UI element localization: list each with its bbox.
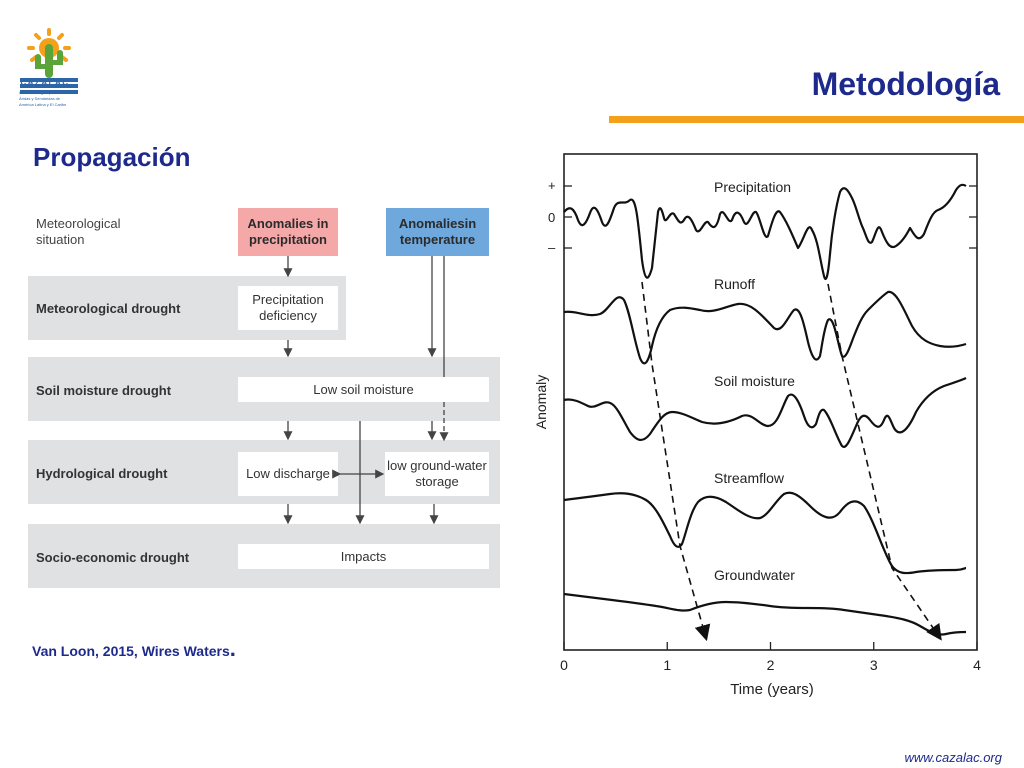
row-label-hydrological: Hydrological drought	[36, 466, 168, 481]
series-label-soil-moisture: Soil moisture	[714, 373, 795, 389]
x-axis-label: Time (years)	[730, 681, 814, 698]
diagram-arrows	[283, 256, 449, 525]
anomalies-temperature-box: Anomaliesin temperature	[386, 208, 489, 256]
series-label-streamflow: Streamflow	[714, 470, 785, 486]
citation-text: Van Loon, 2015, Wires Waters	[32, 643, 230, 659]
logo-wordmark: CAZALAC	[20, 78, 70, 87]
cactus-icon	[35, 44, 63, 78]
y-axis-markers: + 0 –	[548, 178, 556, 255]
meteorological-situation-label: Meteorological situation	[36, 216, 121, 247]
x-tick-label: 1	[663, 657, 671, 673]
y-marker-minus: –	[548, 240, 556, 255]
impacts-box: Impacts	[238, 544, 489, 569]
curve-streamflow	[563, 491, 967, 575]
dashed-arrow-event-2	[827, 283, 942, 641]
dashed-arrow-event-1	[641, 281, 711, 642]
curve-precipitation	[563, 183, 967, 281]
curve-groundwater	[563, 592, 967, 636]
x-tick-label: 4	[973, 657, 981, 673]
x-tick-label: 0	[560, 657, 568, 673]
row-label-meteorological: Meteorological drought	[36, 301, 181, 316]
x-tick-label: 3	[870, 657, 878, 673]
series-label-groundwater: Groundwater	[714, 567, 795, 583]
slide-title: Metodología	[811, 66, 1000, 102]
low-soil-moisture-box: Low soil moisture	[238, 377, 489, 402]
x-tick-label: 2	[767, 657, 775, 673]
anomaly-chart: + 0 – 0 1 2 3 4 Time (years) Anomaly Precipi…	[533, 153, 981, 698]
section-title: Propagación	[33, 142, 191, 172]
y-marker-plus: +	[548, 178, 556, 193]
curve-soil-moisture	[563, 377, 967, 448]
citation-period: .	[229, 636, 236, 661]
stripes-icon	[20, 78, 78, 94]
drought-propagation-diagram: Meteorological situation Anomalies in pr…	[28, 200, 500, 590]
series-label-runoff: Runoff	[714, 276, 755, 292]
row-label-socio-economic: Socio-economic drought	[36, 550, 190, 565]
anomalies-precipitation-box: Anomalies in precipitation	[238, 208, 338, 256]
website-link[interactable]: www.cazalac.org	[904, 750, 1002, 765]
curve-runoff	[563, 290, 967, 365]
citation: Van Loon, 2015, Wires Waters.	[32, 636, 236, 662]
y-axis-label: Anomaly	[533, 375, 549, 429]
row-label-soil-moisture: Soil moisture drought	[36, 383, 172, 398]
series-curves	[563, 183, 967, 636]
low-discharge-box: Low discharge	[238, 452, 338, 496]
cazalac-logo	[20, 28, 78, 94]
precipitation-deficiency-box: Precipitation deficiency	[238, 286, 338, 330]
logo-subtitle: Centro del Agua para Zonas Áridas y Semi…	[19, 90, 70, 107]
title-underline-bar	[609, 116, 1024, 123]
y-marker-zero: 0	[548, 210, 555, 225]
series-label-precipitation: Precipitation	[714, 179, 791, 195]
low-groundwater-box: low ground-water storage	[385, 452, 489, 496]
dashed-propagation-arrows	[641, 281, 942, 642]
